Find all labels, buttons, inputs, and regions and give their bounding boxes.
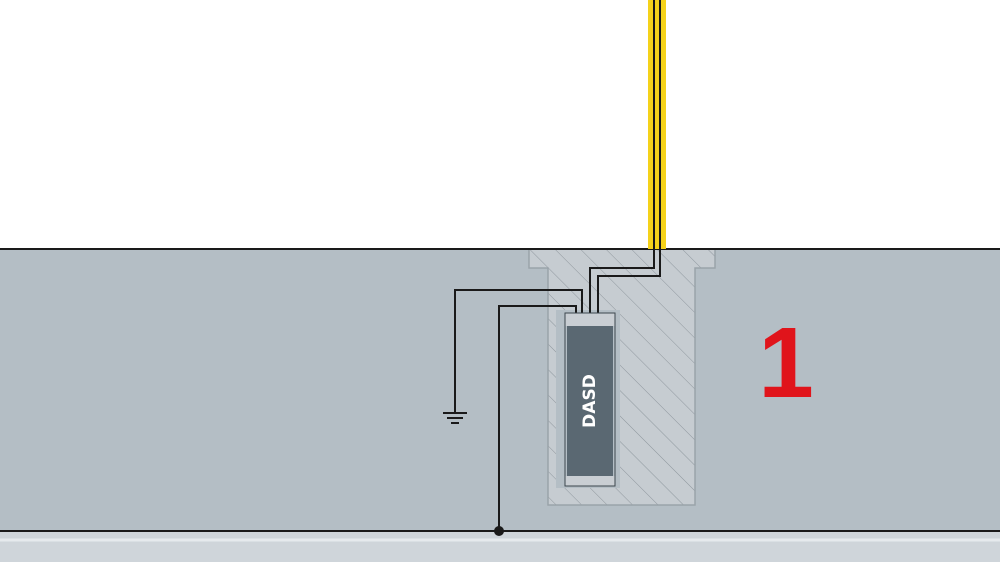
device-body — [567, 326, 613, 476]
cable-yellow — [648, 0, 666, 249]
junction-dot-icon — [494, 526, 504, 536]
device-cap-bottom — [565, 476, 615, 486]
wire-signal — [498, 305, 577, 531]
wire-cable-to-device-b — [597, 249, 661, 316]
wire-cable-to-device-a — [589, 249, 655, 316]
device-outline — [564, 312, 616, 487]
device-label: DASD — [580, 374, 600, 428]
ground-symbol-icon — [443, 412, 467, 424]
marker-number: 1 — [758, 307, 814, 419]
dasd-device: DASD — [564, 312, 616, 487]
wire-ground — [454, 289, 583, 412]
device-cap-top — [565, 313, 615, 326]
sleeve-outline — [528, 248, 716, 506]
bottom-band — [0, 531, 1000, 562]
